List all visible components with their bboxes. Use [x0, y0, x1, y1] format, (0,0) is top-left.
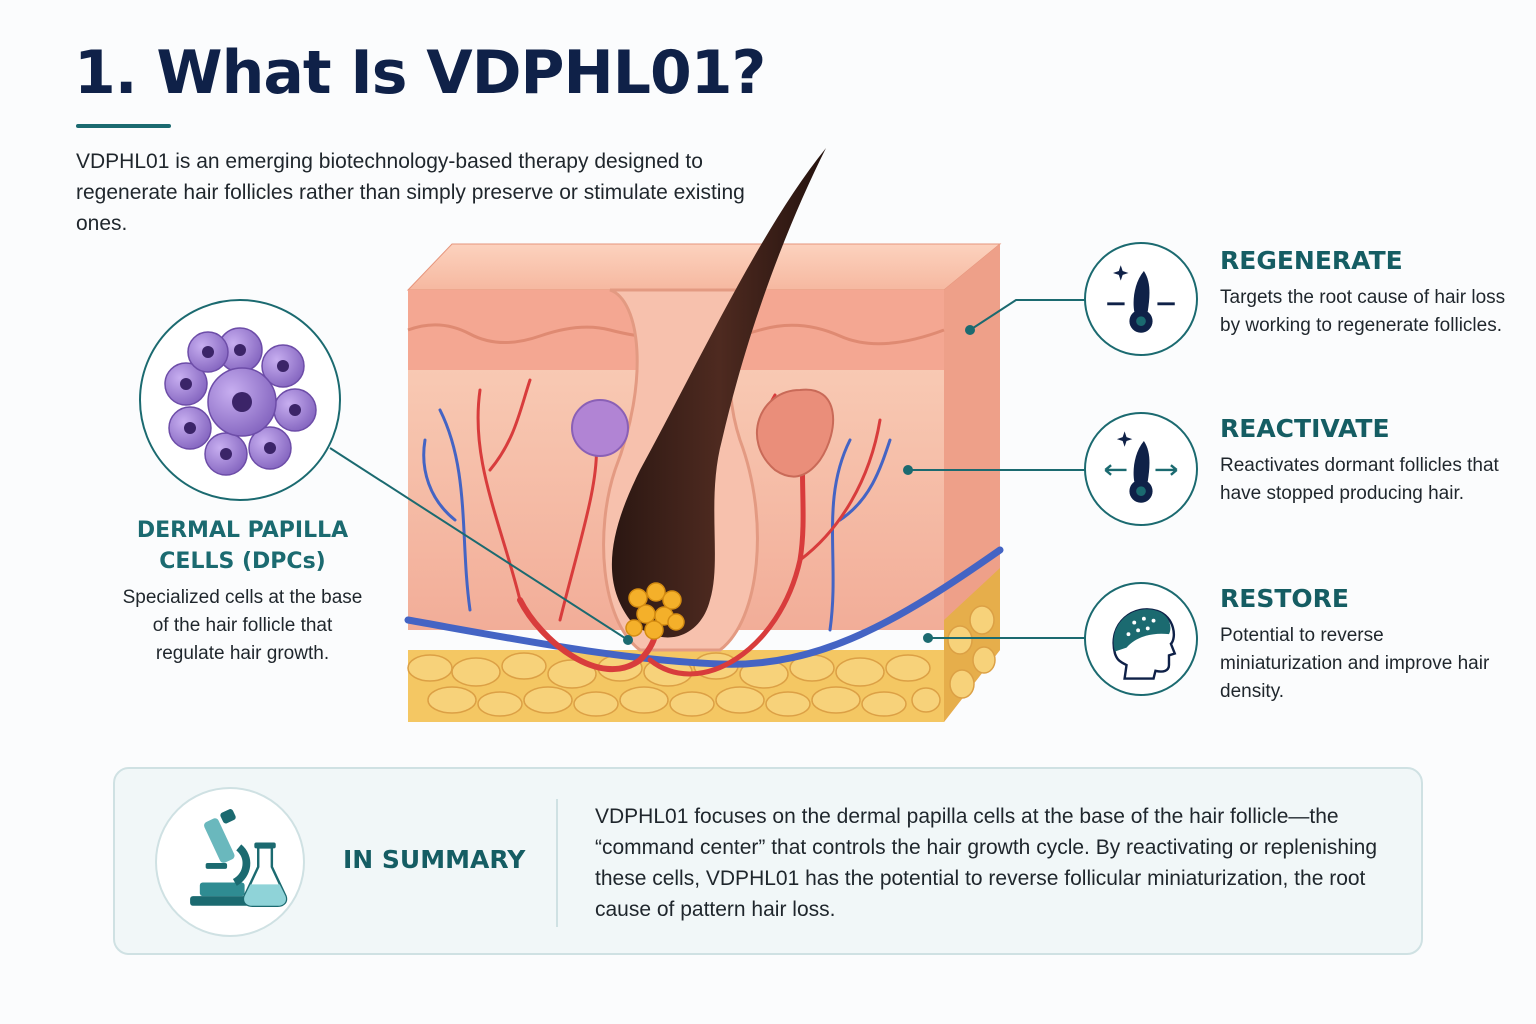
intro-paragraph: VDPHL01 is an emerging biotechnology-bas…: [76, 150, 745, 235]
benefit-title-restore: RESTORE: [1220, 584, 1349, 613]
sebaceous-gland: [756, 388, 835, 478]
benefit-desc-restore: Potential to reverse miniaturization and…: [1220, 625, 1490, 702]
summary-divider: [556, 799, 558, 927]
skin-top-face: [406, 243, 1002, 291]
dpc-cells-icon: [139, 299, 341, 501]
connector-lines: [329, 299, 1086, 641]
benefit-title-reactivate: REACTIVATE: [1220, 414, 1390, 443]
page-title: 1. What Is VDPHL01?: [74, 38, 766, 108]
title-underline: [76, 124, 171, 128]
dermal-papilla-cluster: [625, 582, 685, 640]
microscope-flask-icon: [155, 787, 305, 937]
hair-shaft: [611, 148, 826, 638]
connector-dots: [623, 325, 975, 645]
follicle-arrows-icon: [1084, 412, 1198, 526]
benefit-desc-regenerate: Targets the root cause of hair loss by w…: [1220, 287, 1506, 336]
summary-panel: IN SUMMARY VDPHL01 focuses on the dermal…: [113, 767, 1423, 955]
summary-text: VDPHL01 focuses on the dermal papilla ce…: [595, 805, 1378, 921]
vein-main: [404, 546, 1004, 668]
summary-heading: IN SUMMARY: [343, 845, 526, 874]
head-profile-icon: [1084, 582, 1198, 696]
dpc-title: DERMAL PAPILLA CELLS (DPCs): [136, 518, 349, 574]
benefit-title-regenerate: REGENERATE: [1220, 246, 1403, 275]
sweat-gland: [571, 399, 629, 457]
benefit-desc-reactivate: Reactivates dormant follicles that have …: [1220, 455, 1499, 504]
vein-branch-left: [422, 408, 472, 612]
dpc-description: Specialized cells at the base of the hai…: [122, 587, 363, 664]
vein-branch-right: [828, 438, 892, 632]
follicle-sparkle-icon: [1084, 242, 1198, 356]
